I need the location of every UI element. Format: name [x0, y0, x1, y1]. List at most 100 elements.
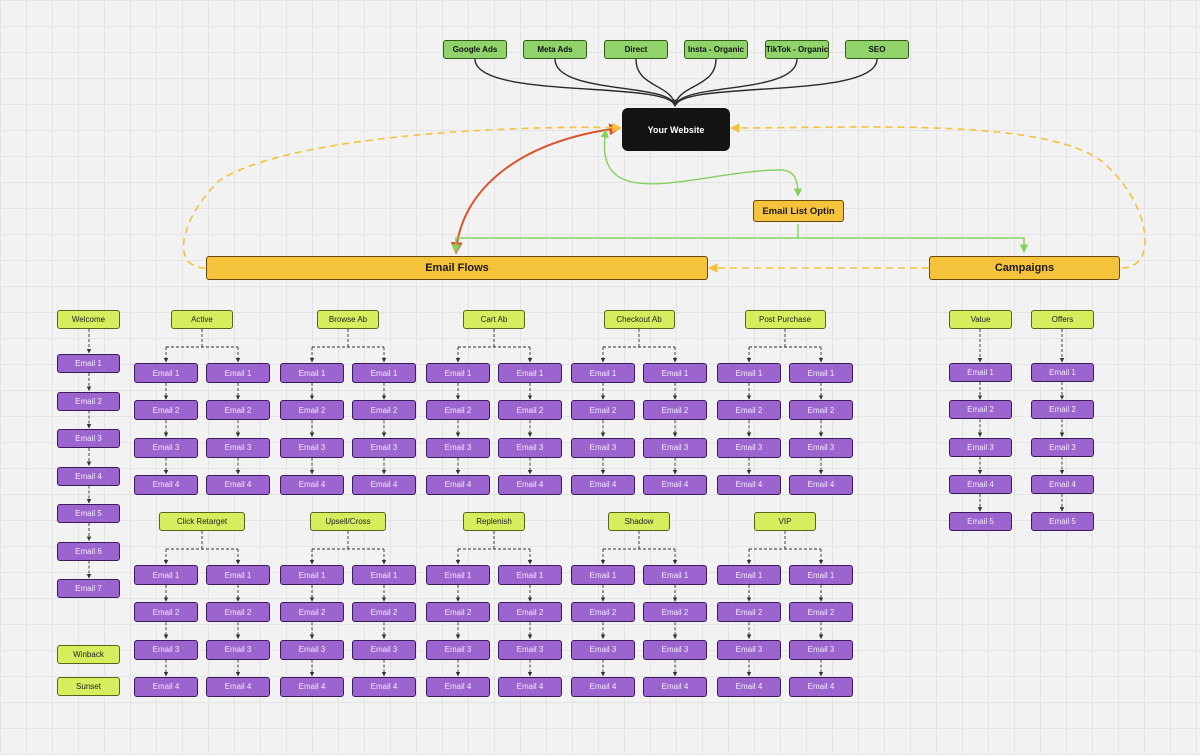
flow-email[interactable]: Email 2: [643, 602, 707, 623]
flow-email[interactable]: Email 3: [498, 437, 562, 458]
flow-email[interactable]: Email 3: [717, 639, 781, 660]
source-seo[interactable]: SEO: [845, 40, 909, 59]
flow-winback[interactable]: Winback: [57, 645, 120, 664]
flow-email[interactable]: Email 3: [352, 639, 416, 660]
flow-email[interactable]: Email 4: [571, 676, 635, 697]
flow-email[interactable]: Email 1: [717, 363, 781, 383]
campaign-offers[interactable]: Offers: [1031, 310, 1094, 329]
flow-email[interactable]: Email 1: [498, 565, 562, 585]
flow-email[interactable]: Email 2: [352, 602, 416, 623]
flow-upsell-cross[interactable]: Upsell/Cross: [310, 512, 386, 531]
campaign-email[interactable]: Email 1: [949, 363, 1012, 382]
flow-email[interactable]: Email 3: [280, 639, 344, 660]
campaign-email[interactable]: Email 1: [1031, 363, 1094, 382]
flow-email[interactable]: Email 4: [352, 676, 416, 697]
campaign-email[interactable]: Email 4: [1031, 474, 1094, 494]
welcome-email-7[interactable]: Email 7: [57, 579, 120, 598]
campaigns-hub[interactable]: Campaigns: [929, 256, 1120, 280]
flow-email[interactable]: Email 2: [134, 400, 198, 421]
flow-replenish[interactable]: Replenish: [463, 512, 525, 531]
flow-active[interactable]: Active: [171, 310, 233, 329]
welcome-email-3[interactable]: Email 3: [57, 429, 120, 448]
flow-email[interactable]: Email 4: [426, 676, 490, 697]
flow-email[interactable]: Email 2: [571, 602, 635, 623]
flow-email[interactable]: Email 3: [717, 437, 781, 458]
flow-email[interactable]: Email 3: [426, 639, 490, 660]
campaign-email[interactable]: Email 5: [1031, 512, 1094, 532]
flow-email[interactable]: Email 2: [280, 602, 344, 623]
flow-email[interactable]: Email 2: [498, 602, 562, 623]
flow-email[interactable]: Email 2: [134, 602, 198, 623]
flow-browse-ab[interactable]: Browse Ab: [317, 310, 379, 329]
flow-email[interactable]: Email 3: [352, 437, 416, 458]
source-google-ads[interactable]: Google Ads: [443, 40, 507, 59]
source-direct[interactable]: Direct: [604, 40, 668, 59]
flow-email[interactable]: Email 4: [426, 474, 490, 495]
flow-email[interactable]: Email 1: [717, 565, 781, 585]
flow-email[interactable]: Email 3: [134, 639, 198, 660]
source-insta-organic[interactable]: Insta - Organic: [684, 40, 748, 59]
campaign-value[interactable]: Value: [949, 310, 1012, 329]
flow-email[interactable]: Email 1: [426, 565, 490, 585]
flow-email[interactable]: Email 3: [789, 639, 853, 660]
campaign-email[interactable]: Email 3: [949, 437, 1012, 457]
flow-email[interactable]: Email 1: [280, 363, 344, 383]
flow-email[interactable]: Email 3: [206, 437, 270, 458]
flow-vip[interactable]: VIP: [754, 512, 816, 531]
flow-email[interactable]: Email 2: [426, 602, 490, 623]
flow-email[interactable]: Email 1: [206, 565, 270, 585]
flow-email[interactable]: Email 3: [206, 639, 270, 660]
welcome-email-4[interactable]: Email 4: [57, 466, 120, 486]
flow-checkout-ab[interactable]: Checkout Ab: [603, 310, 675, 329]
flow-welcome[interactable]: Welcome: [57, 310, 120, 329]
flow-email[interactable]: Email 2: [498, 400, 562, 421]
flow-email[interactable]: Email 1: [426, 363, 490, 383]
flow-cart-ab[interactable]: Cart Ab: [463, 310, 525, 329]
source-tiktok-organic[interactable]: TikTok - Organic: [765, 40, 829, 59]
flow-email[interactable]: Email 1: [498, 363, 562, 383]
flow-email[interactable]: Email 4: [789, 474, 853, 495]
flow-email[interactable]: Email 3: [498, 639, 562, 660]
flow-email[interactable]: Email 4: [717, 474, 781, 495]
flow-email[interactable]: Email 4: [571, 474, 635, 495]
flow-email[interactable]: Email 1: [134, 565, 198, 585]
website-node[interactable]: Your Website: [622, 108, 730, 151]
flow-post-purchase[interactable]: Post Purchase: [744, 310, 826, 329]
flow-email[interactable]: Email 4: [206, 474, 270, 495]
flow-email[interactable]: Email 4: [280, 676, 344, 697]
campaign-email[interactable]: Email 2: [949, 400, 1012, 420]
flow-email[interactable]: Email 1: [134, 363, 198, 383]
welcome-email-1[interactable]: Email 1: [57, 354, 120, 373]
campaign-email[interactable]: Email 2: [1031, 400, 1094, 420]
email-flows-hub[interactable]: Email Flows: [206, 256, 708, 280]
flow-email[interactable]: Email 4: [134, 676, 198, 697]
flow-email[interactable]: Email 2: [352, 400, 416, 421]
flow-email[interactable]: Email 4: [280, 474, 344, 495]
flow-email[interactable]: Email 1: [352, 363, 416, 383]
flow-email[interactable]: Email 3: [571, 437, 635, 458]
campaign-email[interactable]: Email 5: [949, 512, 1012, 532]
flow-email[interactable]: Email 2: [426, 400, 490, 421]
flow-email[interactable]: Email 2: [789, 602, 853, 623]
flow-email[interactable]: Email 4: [352, 474, 416, 495]
email-list-optin[interactable]: Email List Optin: [753, 200, 844, 222]
welcome-email-6[interactable]: Email 6: [57, 541, 120, 561]
flow-email[interactable]: Email 1: [571, 363, 635, 383]
flow-email[interactable]: Email 3: [280, 437, 344, 458]
flow-email[interactable]: Email 3: [571, 639, 635, 660]
welcome-email-2[interactable]: Email 2: [57, 391, 120, 411]
flow-email[interactable]: Email 4: [498, 474, 562, 495]
campaign-email[interactable]: Email 4: [949, 474, 1012, 494]
campaign-email[interactable]: Email 3: [1031, 437, 1094, 457]
flow-shadow[interactable]: Shadow: [608, 512, 670, 531]
flow-email[interactable]: Email 2: [717, 400, 781, 421]
flow-email[interactable]: Email 3: [789, 437, 853, 458]
flow-email[interactable]: Email 2: [571, 400, 635, 421]
source-meta-ads[interactable]: Meta Ads: [523, 40, 587, 59]
flow-email[interactable]: Email 1: [789, 565, 853, 585]
flow-email[interactable]: Email 2: [789, 400, 853, 421]
flow-email[interactable]: Email 3: [134, 437, 198, 458]
flow-email[interactable]: Email 2: [280, 400, 344, 421]
flow-email[interactable]: Email 1: [571, 565, 635, 585]
flow-email[interactable]: Email 4: [643, 676, 707, 697]
